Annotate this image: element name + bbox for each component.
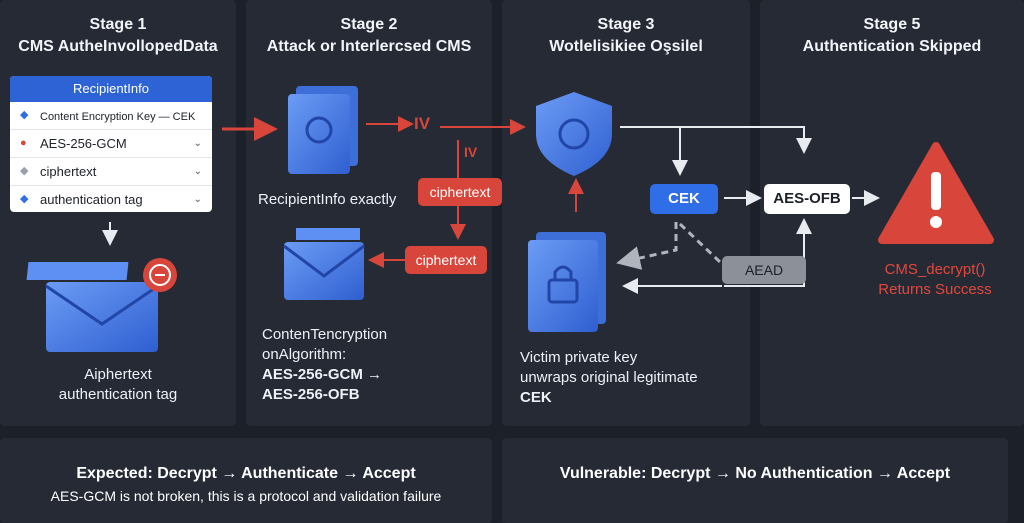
document-icon (288, 86, 358, 174)
stage1-caption-line2: authentication tag (58, 386, 178, 403)
stage3-number: Stage 3 (597, 16, 655, 33)
algo-line1: ContenTencryption (262, 326, 388, 343)
warning-badge-icon (143, 258, 177, 292)
stage1-panel (0, 0, 236, 426)
drop-icon: ● (20, 137, 27, 149)
stage1-subtitle: CMS AutheInvollopedData (18, 38, 218, 55)
card-row-label: authentication tag (40, 192, 143, 207)
stage3-caption-line2: unwraps original legitimate (520, 369, 698, 386)
stage3-caption-line1: Victim private key (520, 349, 638, 366)
iv-label-1: IV (414, 114, 431, 133)
algo-line2: onAlgorithm: (262, 346, 347, 363)
algorithm-caption: ContenTencryption onAlgorithm: AES-256-G… (262, 325, 387, 405)
stage3-title: Stage 3 Wotlelisikiee Oşsilel (502, 14, 750, 58)
result-line2: Returns Success (878, 281, 992, 298)
expected-flow-text: Expected: Decrypt → Authenticate → Accep… (76, 465, 416, 482)
line-shield-to-aesofb (620, 126, 812, 154)
card-row-cek[interactable]: ◆ Content Encryption Key — CEK (10, 102, 212, 130)
card-row-label: Content Encryption Key — CEK (40, 111, 196, 123)
vulnerable-flow: Vulnerable: Decrypt → No Authentication … (559, 465, 951, 482)
stage1-number: Stage 1 (89, 16, 147, 33)
algo-line4: AES-256-OFB (262, 386, 360, 403)
envelope-icon (26, 262, 159, 352)
diamond-icon: ◆ (20, 109, 29, 121)
dashed-line-cek-to-aead (678, 222, 722, 264)
chevron-down-icon: ⌄ (193, 194, 202, 205)
stage1-title: Stage 1 CMS AutheInvollopedData (0, 14, 236, 58)
stage5-title: Stage 5 Authentication Skipped (760, 14, 1024, 58)
card-row-auth-tag[interactable]: ◆ authentication tag ⌄ (10, 186, 212, 212)
shield-icon (536, 92, 612, 176)
aead-pill[interactable]: AEAD (722, 256, 806, 284)
protocol-note: AES-GCM is not broken, this is a protoco… (50, 488, 442, 504)
stage2-number: Stage 2 (340, 16, 398, 33)
algo-line3: AES-256-GCM → (262, 366, 383, 383)
warning-icon (878, 142, 994, 244)
card-row-label: ciphertext (40, 164, 97, 179)
card-row-ciphertext[interactable]: ◆ ciphertext ⌄ (10, 158, 212, 186)
stage2-panel (246, 0, 492, 426)
stage3-caption: Victim private key unwraps original legi… (520, 348, 698, 408)
stage3-caption-line3: CEK (520, 389, 552, 406)
envelope-icon-stage2 (283, 228, 365, 300)
card-row-aes[interactable]: ● AES-256-GCM ⌄ (10, 130, 212, 158)
recipient-info-card: RecipientInfo ◆ Content Encryption Key —… (10, 76, 212, 212)
stage5-subtitle: Authentication Skipped (802, 38, 982, 55)
recipient-caption: RecipientInfo exactly (258, 191, 397, 208)
ciphertext-pill-2[interactable]: ciphertext (405, 246, 487, 274)
aes-ofb-pill[interactable]: AES-OFB (764, 184, 850, 214)
vulnerable-panel (502, 438, 1008, 523)
lock-icon (528, 232, 606, 332)
stage5-result: CMS_decrypt() Returns Success (840, 260, 1024, 300)
recipient-info-header: RecipientInfo (10, 76, 212, 102)
stage2-subtitle: Attack or Interlercsed CMS (266, 38, 472, 55)
ciphertext-pill-1[interactable]: ciphertext (418, 178, 502, 206)
iv-label-2: IV (464, 144, 478, 160)
line-aead-to-aesofb (724, 218, 812, 287)
stage5-number: Stage 5 (863, 16, 921, 33)
expected-panel (0, 438, 492, 523)
stage1-caption-line1: Aiphertext (84, 366, 152, 383)
chevron-down-icon: ⌄ (193, 138, 202, 149)
chevron-down-icon: ⌄ (193, 166, 202, 177)
card-row-label: AES-256-GCM (40, 136, 127, 151)
cek-pill[interactable]: CEK (650, 184, 718, 214)
diamond-icon: ◆ (20, 193, 29, 205)
stage3-subtitle: Wotlelisikiee Oşsilel (549, 38, 703, 55)
expected-flow: Expected: Decrypt → Authenticate → Accep… (0, 464, 492, 506)
result-line1: CMS_decrypt() (884, 261, 986, 278)
diamond-icon: ◆ (20, 165, 29, 177)
stage1-caption: Aiphertext authentication tag (0, 365, 236, 405)
dashed-line-cek-to-lock (616, 222, 678, 270)
stage2-title: Stage 2 Attack or Interlercsed CMS (246, 14, 492, 58)
